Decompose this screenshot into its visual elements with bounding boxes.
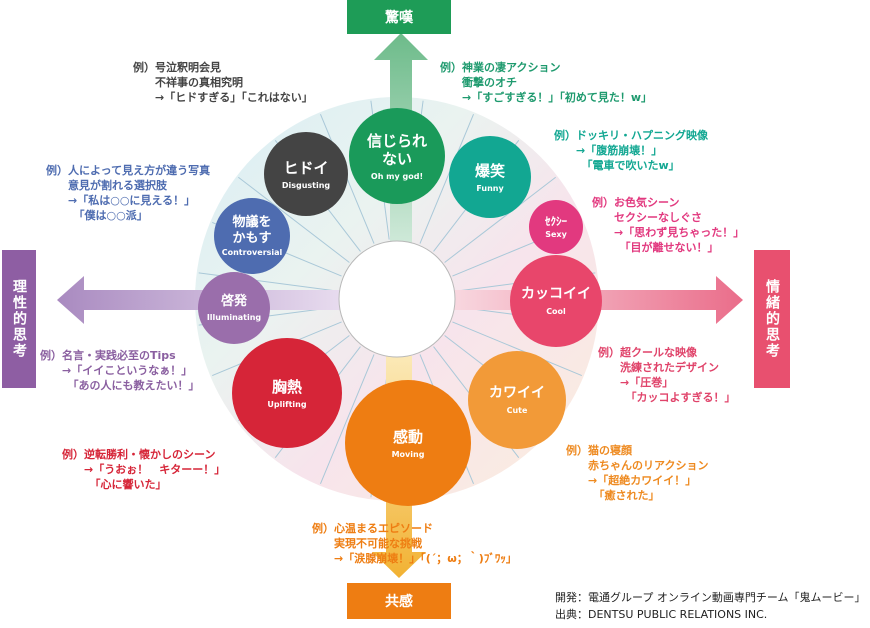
emotion-controversial: 物議を かもす Controversial bbox=[214, 198, 290, 274]
example-line: 例）心温まるエピソード bbox=[312, 522, 433, 535]
example-line: 実現不可能な挑戦 bbox=[312, 537, 422, 550]
example-line: 「心に響いた」 bbox=[62, 478, 167, 491]
spoke-line bbox=[452, 321, 582, 376]
example-sexy: 例）お色気シーン セクシーなしぐさ →「思わず見ちゃった！」 「目が離せない！」 bbox=[592, 195, 744, 255]
axis-left-box: 理性的思考 bbox=[2, 250, 36, 388]
example-cute: 例）猫の寝顔 赤ちゃんのリアクション →「超絶カワイイ！」 「癒された」 bbox=[566, 443, 708, 503]
example-line: 赤ちゃんのリアクション bbox=[566, 459, 709, 472]
example-cool: 例）超クールな映像 洗練されたデザイン →「圧巻」 「カッコよすぎる！」 bbox=[598, 345, 736, 405]
example-line: →「超絶カワイイ！」 bbox=[566, 474, 697, 487]
emotion-cool: カッコイイ Cool bbox=[510, 255, 602, 347]
emotion-label-jp: 感動 bbox=[392, 427, 423, 446]
emotion-moving: 感動 Moving bbox=[345, 380, 471, 506]
example-line: 「電車で吹いたw」 bbox=[554, 159, 680, 172]
axis-top-box: 驚嘆 bbox=[347, 0, 451, 34]
example-line: 洗練されたデザイン bbox=[598, 361, 719, 374]
emotion-funny: 爆笑 Funny bbox=[449, 136, 531, 218]
emotion-oh-my-god: 信じられ ない Oh my god! bbox=[349, 108, 445, 204]
example-funny: 例）ドッキリ・ハプニング映像 →「腹筋崩壊！」 「電車で吹いたw」 bbox=[554, 128, 708, 173]
example-uplifting: 例）逆転勝利・懐かしのシーン →「うおぉ！ キターー！」 「心に響いた」 bbox=[62, 447, 225, 492]
wheel-center bbox=[338, 240, 456, 358]
example-line: 「僕は○○派」 bbox=[46, 209, 148, 222]
example-line: 例）神業の凄アクション bbox=[440, 61, 561, 74]
credit-source: 出典：DENTSU PUBLIC RELATIONS INC. bbox=[555, 608, 768, 621]
emotion-sexy: ｾｸｼｰ Sexy bbox=[529, 200, 583, 254]
emotion-disgusting: ヒドイ Disgusting bbox=[264, 132, 348, 216]
axis-right-box: 情緒的思考 bbox=[754, 250, 790, 388]
example-line: →「すごすぎる！」「初めて見た！w」 bbox=[440, 91, 652, 104]
example-line: 例）お色気シーン bbox=[592, 196, 680, 209]
example-line: 不祥事の真相究明 bbox=[133, 76, 243, 89]
example-line: →「思わず見ちゃった！」 bbox=[592, 226, 745, 239]
emotion-label-en: Uplifting bbox=[267, 399, 307, 409]
emotion-label-en: Disgusting bbox=[281, 180, 331, 190]
spoke-line bbox=[419, 114, 474, 244]
emotion-label-en: Oh my god! bbox=[370, 171, 424, 181]
example-illuminating: 例）名言・実践必至のTips →「イイこというなぁ！」 「あの人にも教えたい！」 bbox=[40, 348, 200, 393]
example-line: 意見が割れる選択肢 bbox=[46, 179, 167, 192]
emotion-label-jp: 物議を かもす bbox=[232, 214, 272, 246]
example-line: 「カッコよすぎる！」 bbox=[598, 391, 736, 404]
emotion-label-en: Sexy bbox=[545, 230, 567, 240]
emotion-label-jp: カッコイイ bbox=[521, 286, 591, 303]
example-line: 例）逆転勝利・懐かしのシーン bbox=[62, 448, 216, 461]
emotion-label-jp: カワイイ bbox=[489, 385, 545, 402]
emotion-label-en: Cool bbox=[546, 306, 566, 316]
axis-bottom-box: 共感 bbox=[347, 583, 451, 619]
example-line: 例）号泣釈明会見 bbox=[133, 61, 221, 74]
emotion-uplifting: 胸熱 Uplifting bbox=[232, 338, 342, 448]
example-line: →「ヒドすぎる」「これはない」 bbox=[133, 91, 313, 104]
example-line: →「うおぉ！ キターー！」 bbox=[62, 463, 226, 476]
emotion-label-jp: 啓発 bbox=[220, 293, 247, 309]
example-line: 例）ドッキリ・ハプニング映像 bbox=[554, 129, 708, 142]
example-line: →「圧巻」 bbox=[598, 376, 674, 389]
emotion-label-jp: ヒドイ bbox=[283, 158, 329, 177]
emotion-illuminating: 啓発 Illuminating bbox=[198, 272, 270, 344]
example-line: →「腹筋崩壊！」 bbox=[554, 144, 663, 157]
emotion-label-jp: ｾｸｼｰ bbox=[545, 214, 567, 228]
example-line: 例）名言・実践必至のTips bbox=[40, 349, 176, 362]
spoke-line bbox=[320, 354, 375, 484]
credit-developer: 開発：電通グループ オンライン動画専門チーム「鬼ムービー」 bbox=[555, 591, 866, 604]
example-line: 例）超クールな映像 bbox=[598, 346, 697, 359]
emotion-label-en: Illuminating bbox=[206, 313, 262, 323]
example-line: 衝撃のオチ bbox=[440, 76, 517, 89]
example-moving: 例）心温まるエピソード 実現不可能な挑戦 →「涙腺崩壊！」「(´；ω；｀)ﾌﾞﾜ… bbox=[312, 521, 517, 566]
emotion-label-en: Moving bbox=[391, 449, 425, 459]
emotion-label-jp: 胸熱 bbox=[271, 377, 302, 396]
example-line: →「私は○○に見える！」 bbox=[46, 194, 196, 207]
example-line: セクシーなしぐさ bbox=[592, 211, 702, 224]
example-disgusting: 例）号泣釈明会見 不祥事の真相究明 →「ヒドすぎる」「これはない」 bbox=[133, 60, 313, 105]
example-line: 「あの人にも教えたい！」 bbox=[40, 379, 200, 392]
example-controversial: 例）人によって見え方が違う写真 意見が割れる選択肢 →「私は○○に見える！」 「… bbox=[46, 163, 210, 223]
emotion-label-jp: 信じられ ない bbox=[366, 131, 427, 168]
example-line: →「涙腺崩壊！」「(´；ω；｀)ﾌﾞﾜｯ」 bbox=[312, 552, 517, 565]
example-line: 「癒された」 bbox=[566, 489, 660, 502]
emotion-label-jp: 爆笑 bbox=[474, 161, 505, 180]
example-line: 例）猫の寝顔 bbox=[566, 444, 632, 457]
spoke-line bbox=[238, 176, 350, 263]
example-line: 例）人によって見え方が違う写真 bbox=[46, 164, 211, 177]
emotion-cute: カワイイ Cute bbox=[468, 351, 566, 449]
emotion-label-en: Controversial bbox=[221, 248, 283, 258]
example-line: 「目が離せない！」 bbox=[592, 241, 719, 254]
example-line: →「イイこというなぁ！」 bbox=[40, 364, 193, 377]
emotion-label-en: Funny bbox=[476, 183, 504, 193]
spoke-line bbox=[444, 176, 556, 263]
emotion-label-en: Cute bbox=[506, 405, 528, 415]
example-oh-my-god: 例）神業の凄アクション 衝撃のオチ →「すごすぎる！」「初めて見た！w」 bbox=[440, 60, 652, 105]
